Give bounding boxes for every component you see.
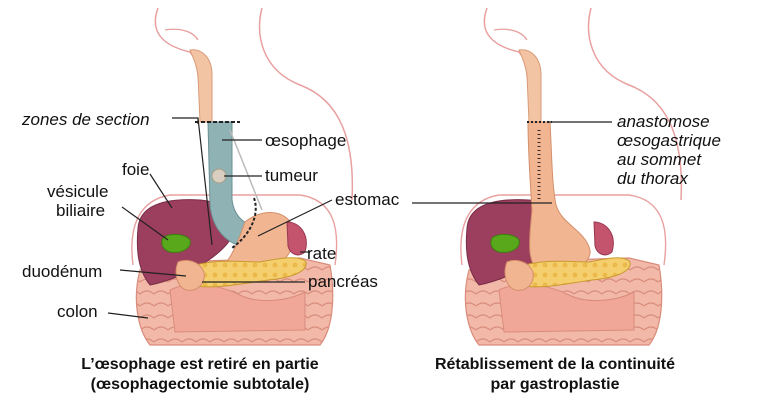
body-outline (155, 8, 352, 200)
label-anastomosis-line3: au sommet (617, 150, 701, 169)
gastric-tube (528, 122, 590, 274)
label-anastomosis-line1: anastomose (617, 112, 710, 131)
caption-right-line2: par gastroplastie (395, 375, 715, 394)
label-anastomosis-line4: du thorax (617, 169, 688, 188)
resection-arrow (230, 130, 262, 210)
spleen-shape-right (594, 222, 613, 255)
caption-left-line1: L’œsophage est retiré en partie (40, 355, 360, 374)
spleen-shape (287, 222, 306, 255)
gallbladder-shape-right (491, 234, 519, 252)
label-gallbladder-line1: vésicule (47, 182, 108, 201)
esophagus-upper (190, 50, 212, 122)
mouth-outline (165, 29, 198, 40)
esophagus-remaining (519, 50, 541, 122)
tumor-shape (212, 169, 226, 183)
label-section-zones: zones de section (22, 110, 150, 129)
gallbladder-shape (162, 234, 190, 252)
label-gallbladder-line2: biliaire (56, 201, 105, 220)
label-anastomosis-line2: œsogastrique (617, 131, 721, 150)
label-colon: colon (57, 302, 98, 321)
label-spleen: rate (307, 244, 336, 263)
label-pancreas: pancréas (308, 272, 378, 291)
label-liver: foie (122, 160, 149, 179)
label-duodenum: duodénum (22, 262, 102, 281)
mouth-outline-right (494, 29, 527, 40)
caption-left-line2: (œsophagectomie subtotale) (40, 375, 360, 394)
label-stomach: estomac (335, 190, 399, 209)
label-esophagus: œsophage (265, 131, 346, 150)
caption-right-line1: Rétablissement de la continuité (395, 355, 715, 374)
label-tumor: tumeur (265, 166, 318, 185)
